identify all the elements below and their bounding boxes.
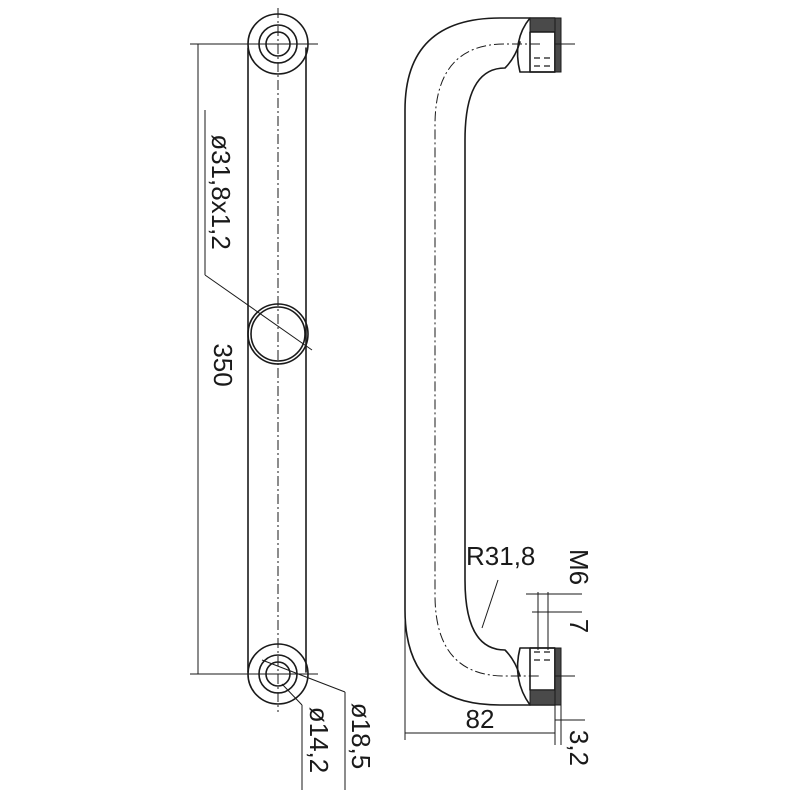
length-dimension: 350 xyxy=(190,43,250,675)
radius-dimension: R31,8 xyxy=(466,541,535,629)
top-end-fitting xyxy=(516,17,575,73)
depth-label: 82 xyxy=(466,704,495,734)
handle-centerline xyxy=(434,43,540,677)
plate-thickness-dimension: 3,2 xyxy=(555,705,594,766)
bottom-end-fitting xyxy=(516,647,575,706)
inner-diameter-label: ø14,2 xyxy=(304,707,334,774)
boss-diameter-dimensions: ø18,5 ø14,2 xyxy=(261,659,376,790)
front-view: 350 ø31,8x1,2 ø18,5 ø14,2 xyxy=(190,8,376,790)
tube-label: ø31,8x1,2 xyxy=(206,134,236,250)
depth-dimension: 82 xyxy=(404,610,556,745)
thread-dimensions: M6 7 xyxy=(526,549,594,650)
plate-thickness-label: 3,2 xyxy=(564,730,594,766)
thread-label: M6 xyxy=(564,549,594,585)
handle-inner-contour xyxy=(464,41,521,677)
outer-diameter-label: ø18,5 xyxy=(346,703,376,770)
length-label: 350 xyxy=(208,343,238,386)
radius-label: R31,8 xyxy=(466,541,535,571)
side-view: R31,8 M6 7 82 3,2 xyxy=(404,17,594,766)
handle-outer-contour xyxy=(404,17,531,706)
thread-depth-label: 7 xyxy=(564,619,594,633)
tube-diameter-dimension: ø31,8x1,2 xyxy=(204,110,313,351)
